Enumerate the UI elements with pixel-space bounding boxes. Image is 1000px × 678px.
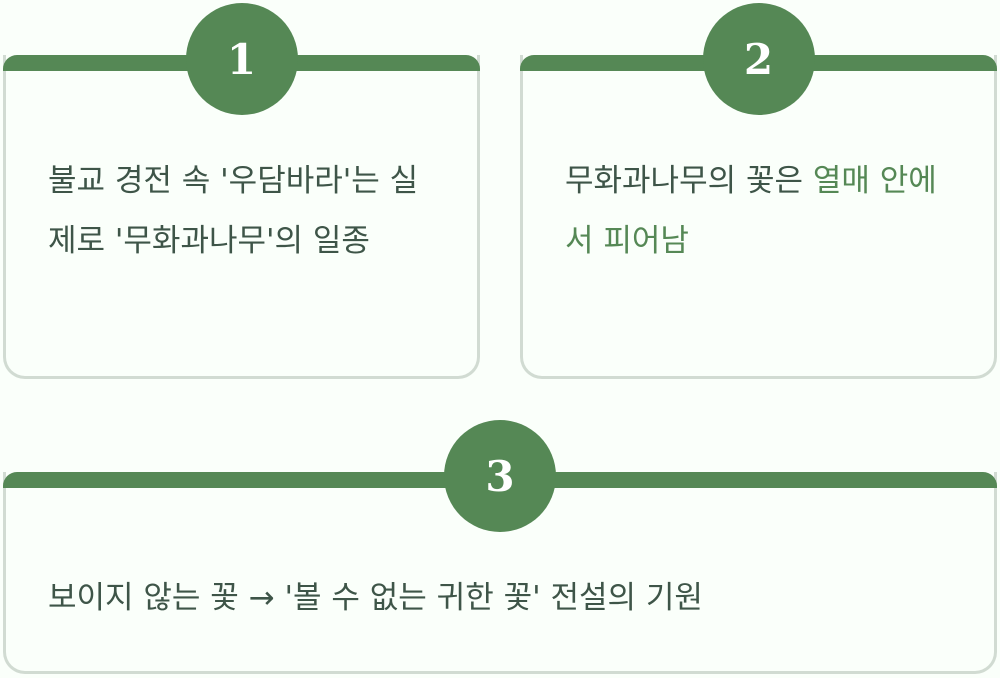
step-text: 불교 경전 속 '우담바라'는 실제로 '무화과나무'의 일종 [48, 163, 419, 259]
step-card-3: 3 보이지 않는 꽃 → '볼 수 없는 귀한 꽃' 전설의 기원 [3, 420, 997, 674]
step-number-badge: 1 [185, 3, 298, 115]
step-text: 무화과나무의 꽃은 열매 안에서 피어남 [565, 151, 954, 271]
step-card-2: 2 무화과나무의 꽃은 열매 안에서 피어남 [520, 3, 997, 379]
step-text: 보이지 않는 꽃 → '볼 수 없는 귀한 꽃' 전설의 기원 [48, 580, 703, 616]
step-text-highlight: 열매 안에서 피어남 [565, 163, 937, 259]
step-number-badge: 2 [702, 3, 815, 115]
step-number-badge: 3 [444, 420, 556, 532]
step-card-1: 1 불교 경전 속 '우담바라'는 실제로 '무화과나무'의 일종 [3, 3, 480, 379]
step-text-plain: 무화과나무의 꽃은 [565, 163, 813, 199]
